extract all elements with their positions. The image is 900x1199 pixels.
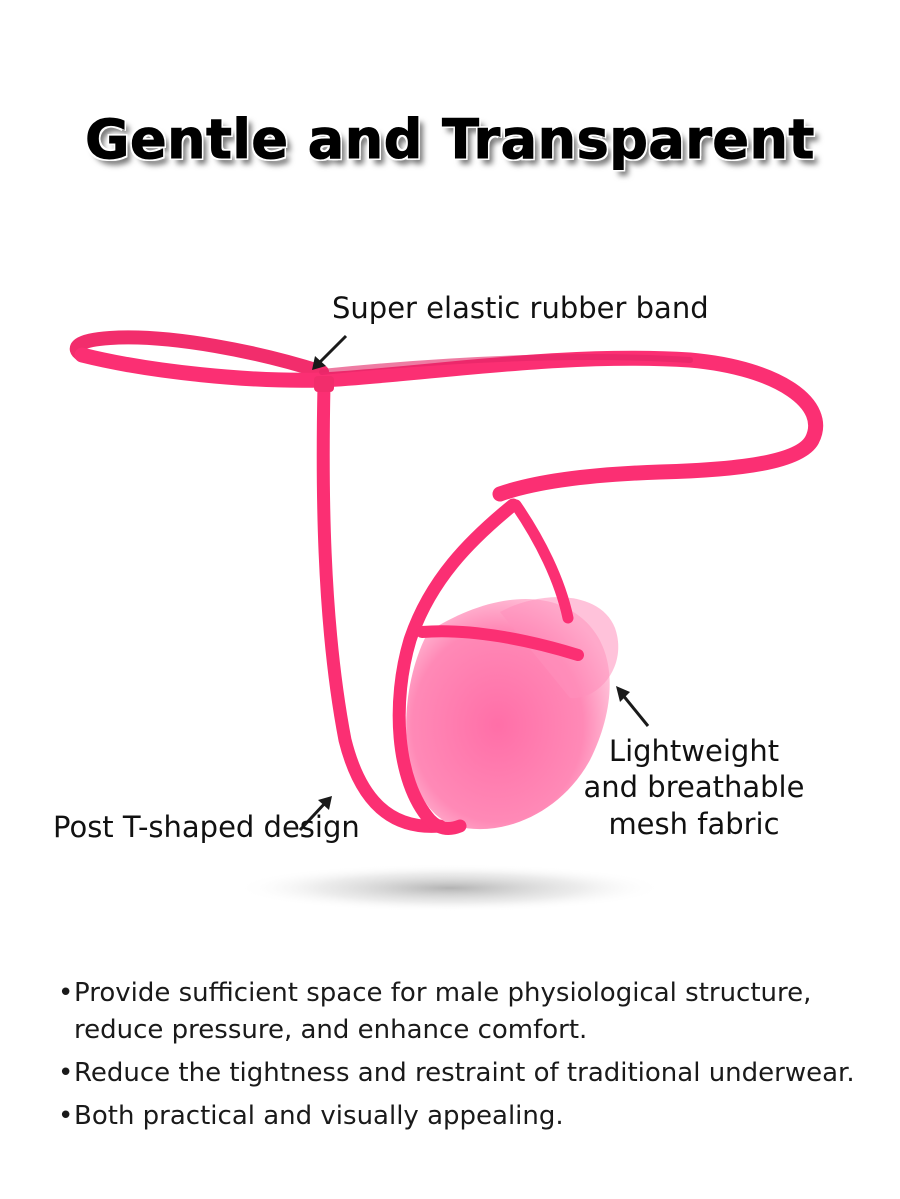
callout-mesh-line: and breathable	[583, 770, 805, 805]
callout-rubber-band: Super elastic rubber band	[332, 291, 709, 325]
waistband-back-right	[319, 354, 693, 375]
callout-mesh-fabric: Lightweight and breathable mesh fabric	[583, 733, 805, 842]
pouch-strap-left	[392, 498, 520, 835]
feature-item: Both practical and visually appealing.	[58, 1098, 878, 1135]
waistband-back	[69, 330, 329, 379]
feature-line: reduce pressure, and enhance comfort.	[74, 1015, 588, 1045]
feature-line: Reduce the tightness and restraint of tr…	[74, 1058, 855, 1088]
callout-mesh-line: mesh fabric	[608, 806, 780, 841]
waistband-front	[74, 347, 824, 502]
feature-item: Provide sufficient space for male physio…	[58, 975, 878, 1049]
headline: Gentle and Transparent	[85, 108, 815, 172]
arrow-post	[298, 796, 332, 832]
t-post-joint	[314, 376, 334, 392]
feature-line: Provide sufficient space for male physio…	[74, 978, 812, 1008]
callout-t-shaped-design: Post T-shaped design	[53, 810, 360, 844]
floor-shadow	[235, 864, 665, 912]
feature-item: Reduce the tightness and restraint of tr…	[58, 1055, 878, 1092]
arrow-mesh	[616, 686, 650, 727]
t-post-strap	[316, 378, 447, 833]
pouch-top-hem	[416, 625, 584, 661]
feature-line: Both practical and visually appealing.	[74, 1101, 564, 1131]
callout-mesh-line: Lightweight	[608, 734, 780, 768]
pouch-strap-right	[510, 499, 574, 624]
arrow-band	[312, 334, 348, 370]
feature-list: Provide sufficient space for male physio…	[58, 975, 878, 1141]
